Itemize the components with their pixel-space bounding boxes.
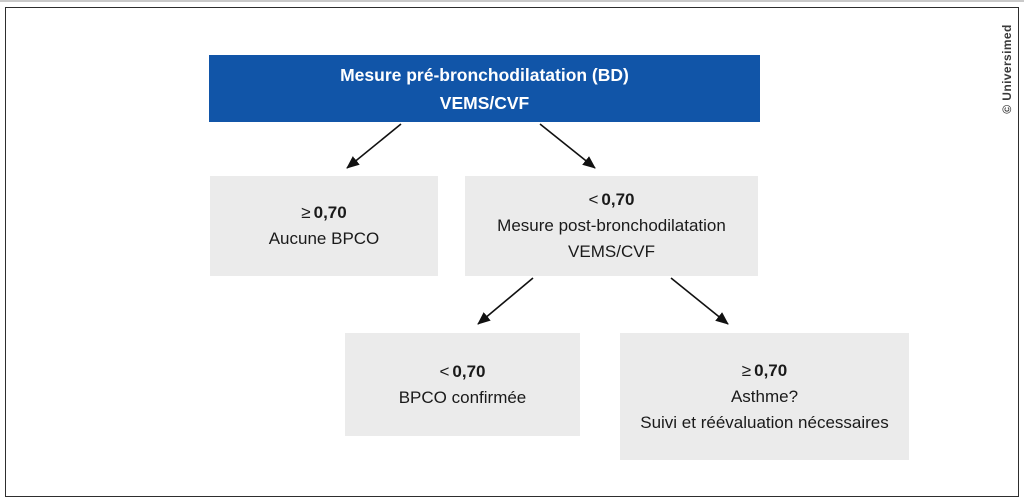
node-no-bpco: ≥0,70 Aucune BPCO	[210, 176, 438, 276]
post-bd-value: 0,70	[601, 190, 635, 209]
figure-border	[5, 7, 1019, 497]
root-title-line2: VEMS/CVF	[439, 92, 530, 113]
bpco-confirmed-label: BPCO confirmée	[398, 387, 527, 407]
asthma-comparator: ≥	[741, 360, 752, 380]
node-bpco-confirmed: <0,70 BPCO confirmée	[345, 333, 580, 436]
no-bpco-label: Aucune BPCO	[268, 229, 380, 248]
post-bd-threshold: <0,70	[588, 187, 634, 213]
screenshot-top-edge	[0, 0, 1024, 2]
node-asthma-followup: ≥0,70 Asthme? Suivi et réévaluation néce…	[620, 333, 909, 460]
root-title-line1: Mesure pré-bronchodilatation (BD)	[340, 64, 629, 85]
bpco-confirmed-comparator: <	[439, 361, 450, 381]
asthma-threshold: ≥0,70	[742, 358, 787, 384]
copyright-credit: © Universimed	[1000, 24, 1014, 114]
asthma-label-line1: Asthme?	[730, 386, 799, 406]
asthma-label-line2: Suivi et réévaluation nécessaires	[640, 412, 889, 432]
post-bd-comparator: <	[588, 190, 599, 209]
no-bpco-value: 0,70	[313, 203, 347, 222]
node-post-bronchodilation: <0,70 Mesure post-bronchodilatation VEMS…	[465, 176, 758, 276]
bpco-confirmed-value: 0,70	[452, 361, 486, 381]
node-pre-bronchodilation: Mesure pré-bronchodilatation (BD) VEMS/C…	[209, 55, 760, 122]
asthma-value: 0,70	[754, 360, 788, 380]
no-bpco-threshold: ≥0,70	[301, 200, 346, 226]
bpco-confirmed-threshold: <0,70	[439, 359, 485, 385]
no-bpco-comparator: ≥	[301, 203, 311, 222]
post-bd-label-line2: VEMS/CVF	[568, 242, 655, 261]
post-bd-label-line1: Mesure post-bronchodilatation	[497, 216, 726, 235]
